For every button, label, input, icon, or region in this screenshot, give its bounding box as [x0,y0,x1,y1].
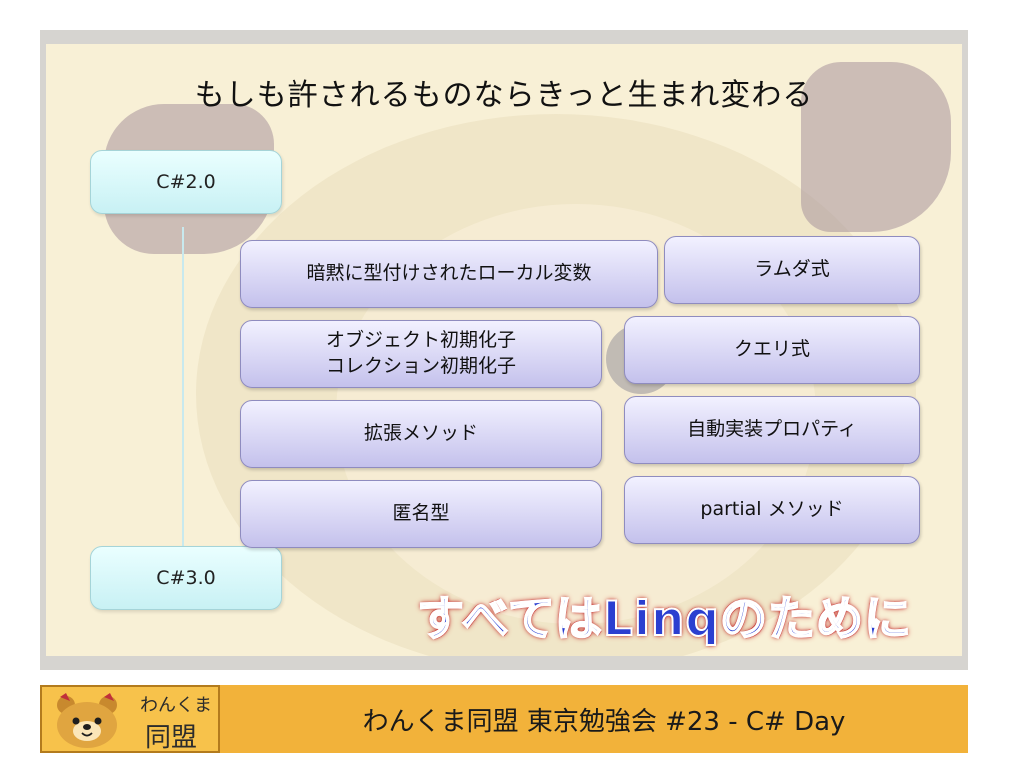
slide-canvas: もしも許されるものならきっと生まれ変わる C#2.0 C#3.0 暗黙に型付けさ… [46,44,962,656]
logo-text: 同盟 [145,723,198,753]
linq-banner: すべてはLinqのために [416,591,913,648]
feature-initializers: オブジェクト初期化子 コレクション初期化子 [240,320,602,388]
background-blob-right [801,62,951,232]
slide-title: もしも許されるものならきっと生まれ変わる [194,78,814,113]
timeline-line [182,227,184,557]
bear-face-icon [57,693,117,748]
wankuma-logo: わんくま 同盟 [40,685,220,753]
feature-auto-property: 自動実装プロパティ [624,396,920,464]
version-label: C#2.0 [156,171,216,193]
slide-frame: もしも許されるものならきっと生まれ変わる C#2.0 C#3.0 暗黙に型付けさ… [40,30,968,670]
feature-label-line1: オブジェクト初期化子 [325,329,516,352]
feature-label: 自動実装プロパティ [687,418,857,441]
feature-label-line2: コレクション初期化子 [325,355,516,377]
feature-label: partial メソッド [700,498,844,521]
footer-bar: わんくま 同盟 わんくま同盟 東京勉強会 #23 - C# Day [40,685,968,753]
feature-label: クエリ式 [733,338,810,361]
feature-lambda: ラムダ式 [664,236,920,304]
feature-label: 暗黙に型付けされたローカル変数 [306,262,592,285]
feature-implicit-local-variable: 暗黙に型付けされたローカル変数 [240,240,658,308]
feature-partial-method: partial メソッド [624,476,920,544]
feature-label: 拡張メソッド [363,422,478,445]
logo-text: わんくま [140,695,212,716]
version-box-csharp3: C#3.0 [90,546,282,610]
feature-label: 匿名型 [392,502,450,525]
version-box-csharp2: C#2.0 [90,150,282,214]
feature-extension-method: 拡張メソッド [240,400,602,468]
feature-anonymous-type: 匿名型 [240,480,602,548]
version-label: C#3.0 [156,567,216,589]
footer-title: わんくま同盟 東京勉強会 #23 - C# Day [362,706,846,737]
feature-query-expression: クエリ式 [624,316,920,384]
feature-label: ラムダ式 [754,258,830,281]
